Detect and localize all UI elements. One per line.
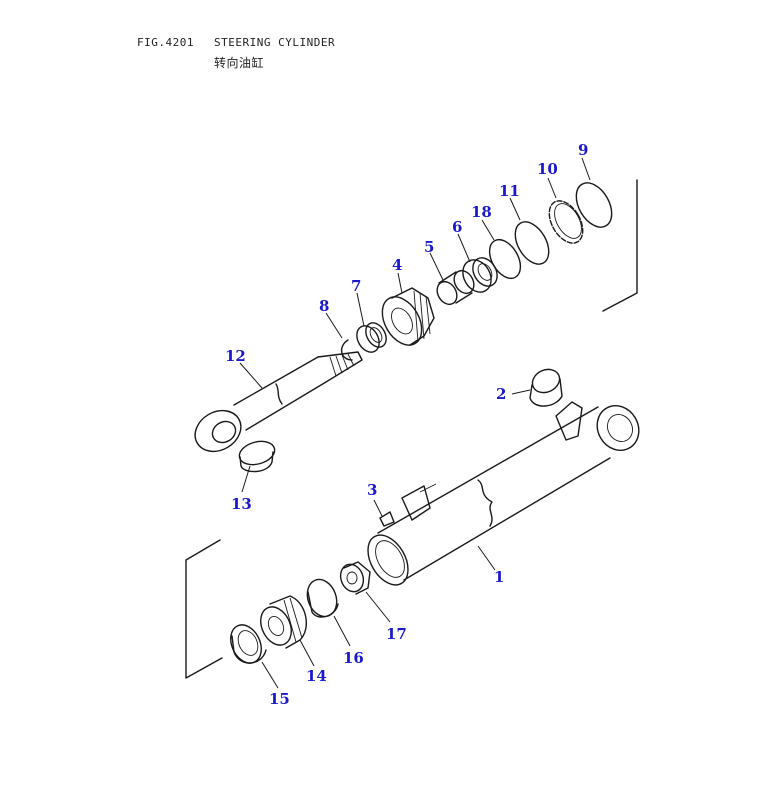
figure-title-chinese: 转向油缸	[214, 56, 265, 70]
leader-lines	[239, 157, 591, 689]
callout-16: 16	[343, 649, 364, 667]
callout-13: 13	[231, 495, 252, 513]
piston-rod-12	[194, 351, 363, 453]
frame-lines	[185, 179, 638, 679]
seal-9	[575, 182, 613, 228]
ring-16	[306, 578, 339, 618]
callout-1: 1	[494, 568, 504, 586]
callout-6: 6	[452, 218, 462, 236]
figure-title: STEERING CYLINDER	[214, 36, 336, 49]
callout-2: 2	[496, 385, 506, 403]
callout-4: 4	[392, 256, 402, 274]
bushing-13	[238, 440, 276, 473]
callout-9: 9	[578, 141, 588, 159]
ring-6	[462, 257, 498, 293]
callout-14: 14	[306, 667, 327, 685]
callout-8: 8	[319, 297, 329, 315]
callout-11: 11	[499, 182, 520, 200]
cylinder-head-4	[381, 287, 435, 346]
seal-ring-15	[230, 624, 267, 664]
ring-10	[548, 200, 584, 244]
callout-5: 5	[424, 238, 434, 256]
callout-3: 3	[367, 481, 377, 499]
callout-12: 12	[225, 347, 246, 365]
dust-seal-7	[356, 322, 387, 353]
seal-11	[514, 221, 550, 265]
callout-labels: 1 2 3 4 5 6 7 8 9 10 11 12 13 14 15 16 1…	[225, 141, 588, 708]
cylinder-tube-1	[367, 401, 640, 586]
bushing-5	[436, 269, 475, 306]
snap-ring-8	[341, 339, 353, 361]
callout-15: 15	[269, 690, 290, 708]
piston-14	[260, 595, 308, 649]
callout-17: 17	[386, 625, 407, 643]
callout-18: 18	[471, 203, 492, 221]
nut-17	[339, 561, 371, 595]
grease-fitting-3	[379, 511, 395, 527]
figure-number: FIG.4201	[137, 36, 194, 49]
callout-10: 10	[537, 160, 558, 178]
callout-7: 7	[351, 277, 361, 295]
seal-18	[488, 238, 522, 280]
bushing-2	[529, 368, 563, 407]
